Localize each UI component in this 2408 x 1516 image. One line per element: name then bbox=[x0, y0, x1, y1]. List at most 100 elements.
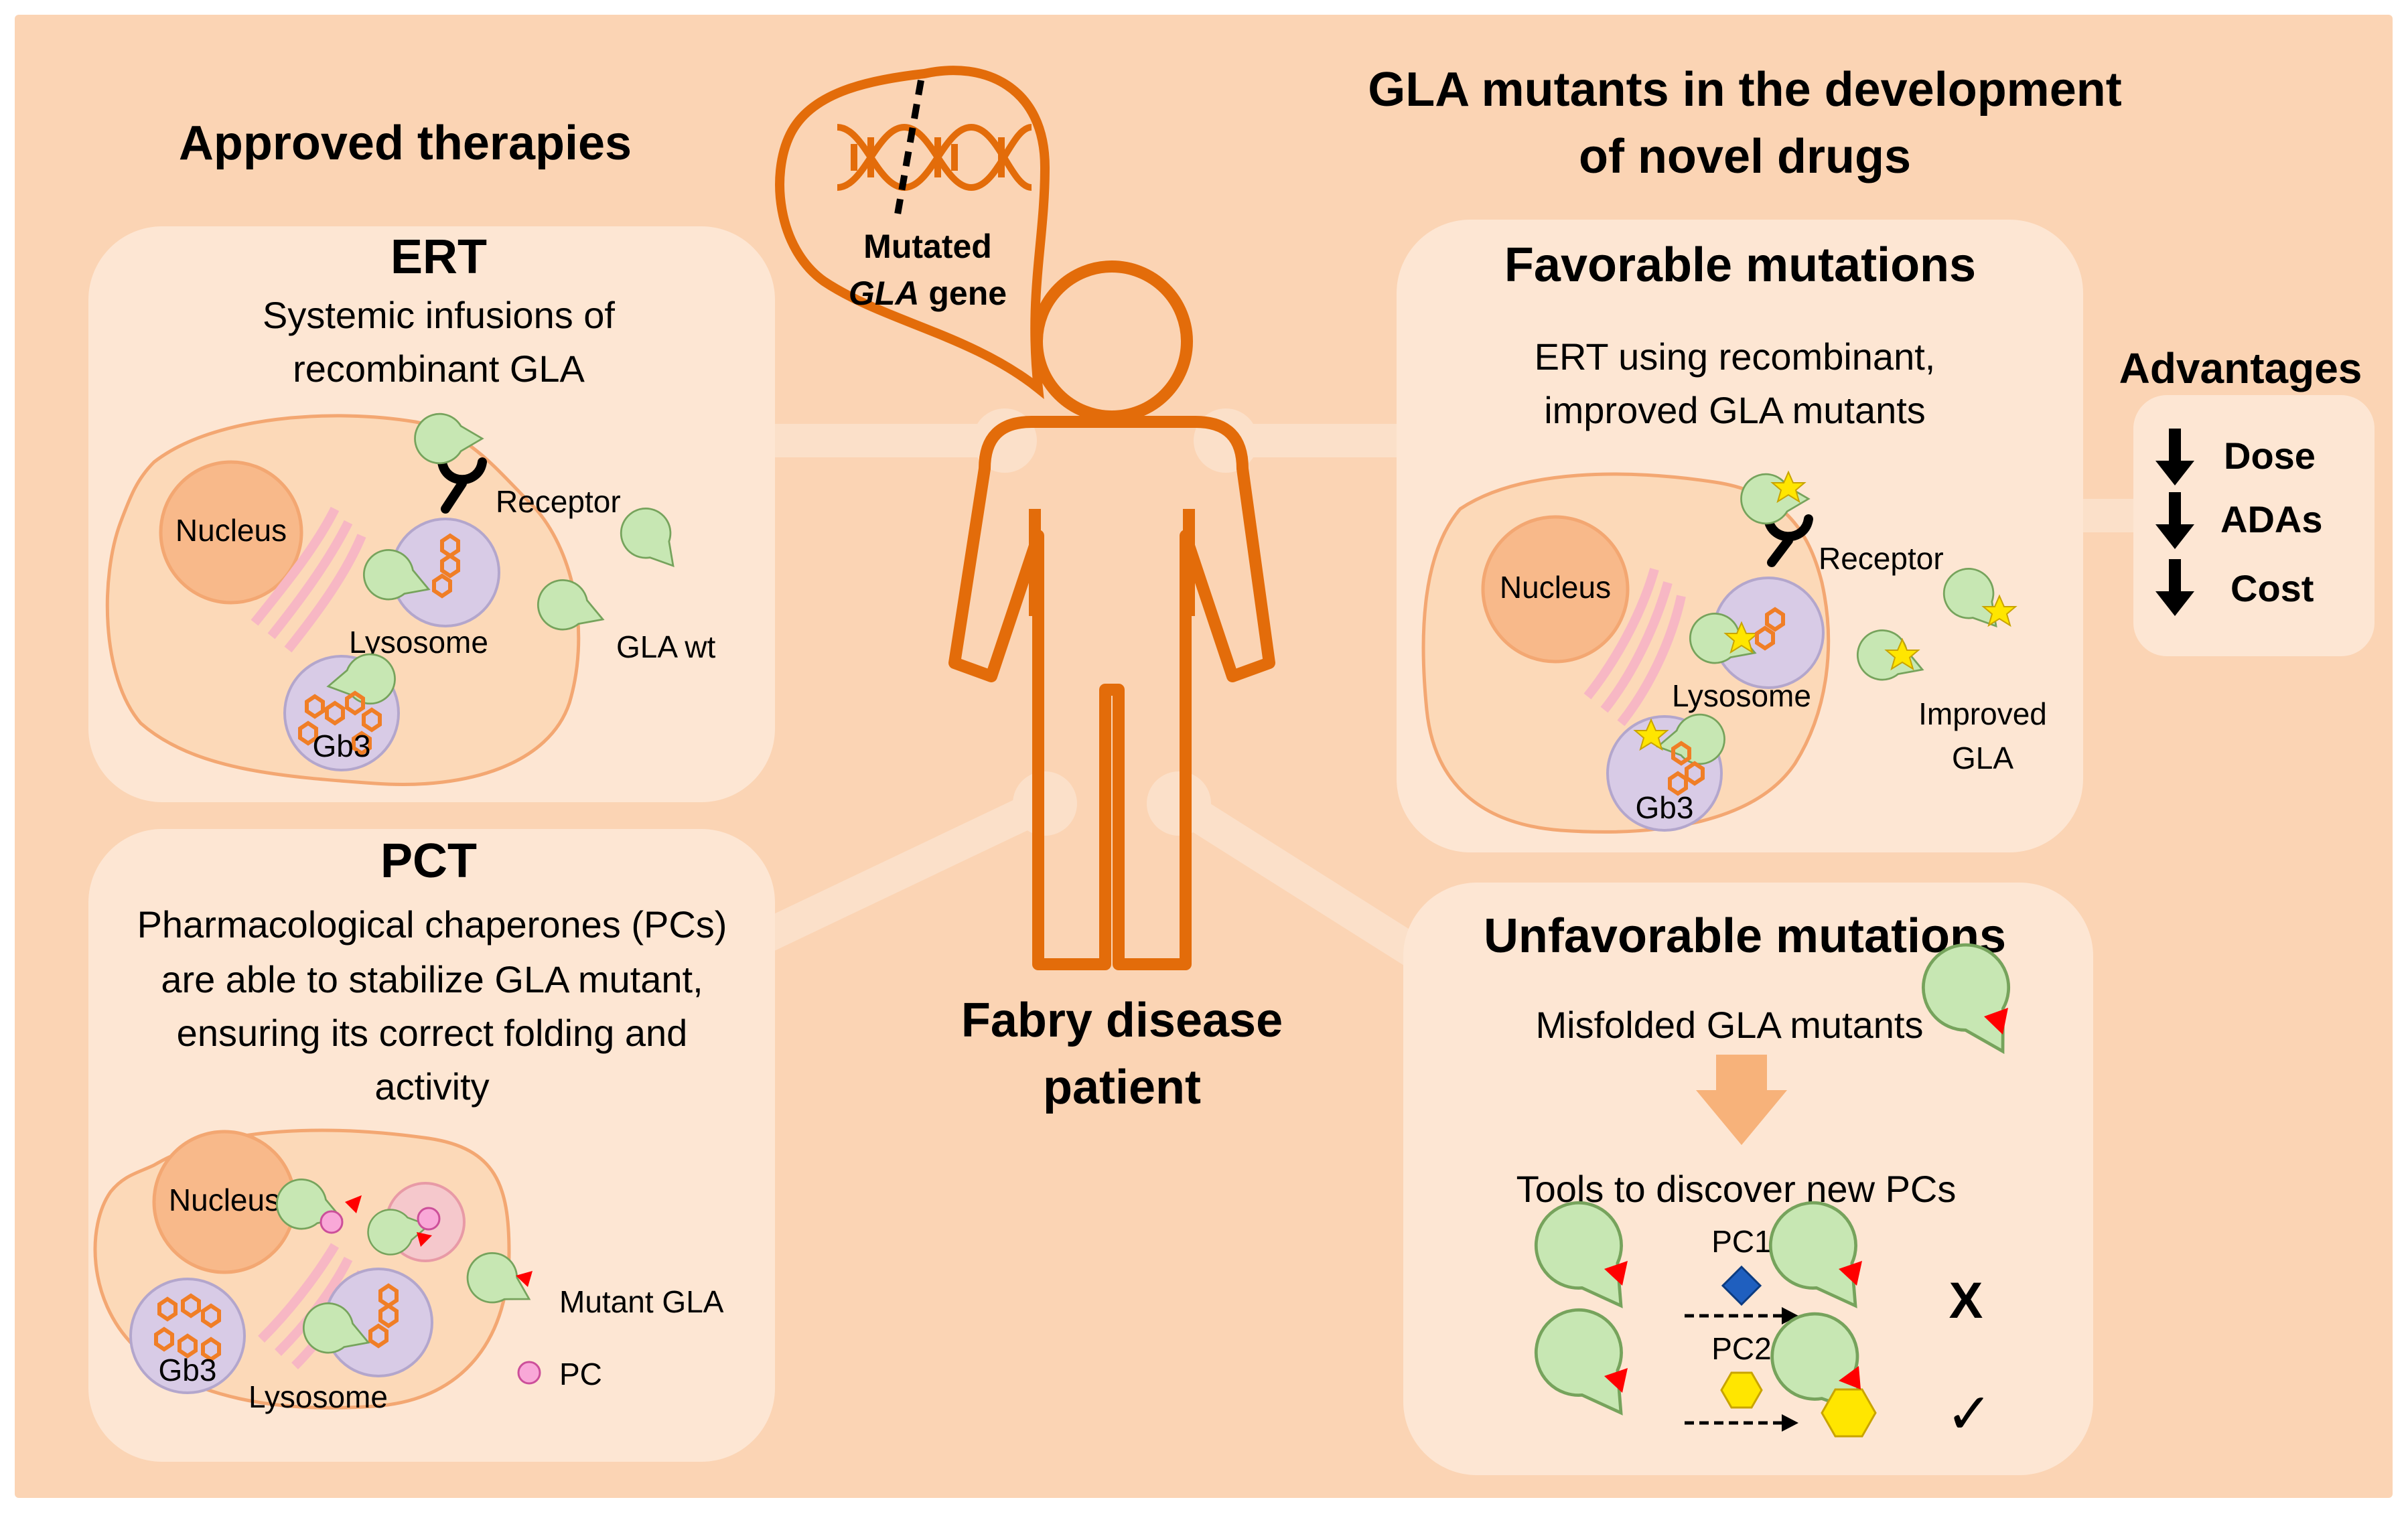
ert-gb3-label: Gb3 bbox=[313, 729, 371, 763]
pct-mutant-gla-label: Mutant GLA bbox=[559, 1284, 724, 1319]
pct-er-pc-icon bbox=[320, 1210, 344, 1234]
favorable-lysosome-label: Lysosome bbox=[1672, 678, 1811, 713]
success-mark-icon: ✓ bbox=[1946, 1382, 1993, 1445]
pc2-label: PC2 bbox=[1711, 1331, 1771, 1366]
ert-title: ERT bbox=[391, 230, 487, 284]
ert-receptor-icon bbox=[437, 457, 487, 514]
gene-bubble-line2: GLA gene bbox=[849, 275, 1007, 312]
pc2-hexagon-icon bbox=[1720, 1371, 1763, 1409]
approved-therapies-heading: Approved therapies bbox=[179, 117, 632, 170]
advantages-panel: Advantages Dose ADAs Cost bbox=[2119, 344, 2375, 656]
ert-golgi bbox=[251, 506, 366, 653]
row2-arrowhead-icon bbox=[1782, 1414, 1798, 1432]
unfavorable-title: Unfavorable mutations bbox=[1484, 909, 2006, 963]
misfolded-mutation-icon bbox=[1984, 1008, 2008, 1035]
down-arrow-icon bbox=[2155, 559, 2194, 616]
favorable-title: Favorable mutations bbox=[1504, 238, 1976, 292]
patient-label-line1: Fabry disease bbox=[961, 994, 1283, 1047]
down-arrow-icon bbox=[1696, 1055, 1787, 1145]
ert-desc-line1: Systemic infusions of bbox=[263, 294, 615, 336]
pct-desc-line3: ensuring its correct folding and bbox=[177, 1012, 688, 1054]
pct-legend-pc-icon bbox=[517, 1361, 541, 1385]
pct-vesicle-pc-icon bbox=[417, 1207, 441, 1231]
pct-desc-line1: Pharmacological chaperones (PCs) bbox=[137, 903, 727, 945]
pct-pc-label: PC bbox=[559, 1357, 602, 1391]
favorable-desc-line2: improved GLA mutants bbox=[1544, 389, 1926, 431]
row2-output-mutation-icon bbox=[1839, 1366, 1861, 1389]
favorable-improved-label-line1: Improved bbox=[1918, 696, 2047, 731]
pct-gb3-substrate bbox=[154, 1293, 221, 1362]
pct-er-mutation-icon bbox=[345, 1195, 362, 1213]
connector-unfavorable bbox=[1162, 787, 1450, 981]
dna-helix-icon bbox=[837, 80, 1033, 215]
joint-left-hip bbox=[1013, 771, 1077, 836]
pct-desc-line2: are able to stabilize GLA mutant, bbox=[161, 958, 703, 1000]
ert-gb3-substrate bbox=[298, 690, 382, 756]
favorable-golgi bbox=[1583, 568, 1686, 727]
ert-lysosome-substrate bbox=[432, 533, 460, 599]
favorable-receptor-label: Receptor bbox=[1819, 541, 1944, 576]
favorable-panel: Favorable mutations ERT using recombinan… bbox=[1397, 220, 2083, 852]
favorable-lysosome-star-icon bbox=[1723, 621, 1760, 654]
pct-lysosome-substrate bbox=[368, 1283, 399, 1349]
gene-suffix: gene bbox=[919, 275, 1007, 312]
favorable-nucleus-label: Nucleus bbox=[1500, 570, 1611, 605]
unfavorable-panel: Unfavorable mutations Misfolded GLA muta… bbox=[1403, 883, 2093, 1475]
pct-gb3-label: Gb3 bbox=[159, 1353, 217, 1387]
row2-bound-pc-icon bbox=[1821, 1388, 1877, 1438]
advantages-title: Advantages bbox=[2119, 344, 2362, 392]
favorable-receptor-star-icon bbox=[1770, 470, 1807, 504]
favorable-improved-star-icon-1 bbox=[1981, 594, 2017, 627]
gene-bubble-line1: Mutated bbox=[863, 228, 992, 265]
favorable-nucleus bbox=[1481, 515, 1630, 664]
advantage-item-cost: Cost bbox=[2155, 559, 2314, 616]
ert-receptor-label: Receptor bbox=[496, 484, 621, 519]
screening-row-pc2: PC2 ✓ bbox=[1519, 1293, 1993, 1445]
advantage-item-adas: ADAs bbox=[2155, 492, 2322, 549]
row2-input-mutation-icon bbox=[1604, 1368, 1628, 1393]
pc1-diamond-icon bbox=[1721, 1265, 1762, 1306]
favorable-improved-label-line2: GLA bbox=[1952, 741, 2013, 775]
gene-name-italic: GLA bbox=[849, 275, 920, 312]
row1-output-mutation-icon bbox=[1839, 1261, 1862, 1286]
novel-drugs-heading-line1: GLA mutants in the development bbox=[1368, 63, 2121, 117]
pc1-label: PC1 bbox=[1711, 1224, 1771, 1259]
ert-nucleus bbox=[159, 460, 303, 605]
fail-mark-icon: X bbox=[1949, 1272, 1983, 1329]
row1-input-mutation-icon bbox=[1604, 1261, 1628, 1286]
row1-arrowhead-icon bbox=[1782, 1307, 1798, 1324]
pct-title: PCT bbox=[380, 834, 477, 888]
pct-nucleus-label: Nucleus bbox=[169, 1183, 280, 1217]
joint-right-hip bbox=[1147, 771, 1211, 836]
connector-pct bbox=[747, 787, 1062, 954]
pct-desc-line4: activity bbox=[374, 1065, 489, 1108]
screening-row-pc1: PC1 X bbox=[1519, 1186, 1983, 1330]
favorable-improved-star-icon-2 bbox=[1884, 637, 1920, 671]
down-arrow-icon bbox=[2155, 429, 2194, 485]
ert-desc-line2: recombinant GLA bbox=[293, 348, 585, 390]
pct-legend-mutation-icon bbox=[516, 1271, 533, 1287]
advantage-item-dose: Dose bbox=[2155, 429, 2316, 485]
ert-gla-wt-label: GLA wt bbox=[616, 629, 716, 664]
favorable-gb3-substrate bbox=[1668, 741, 1705, 796]
pct-panel: PCT Pharmacological chaperones (PCs) are… bbox=[88, 829, 775, 1462]
patient-label-line2: patient bbox=[1043, 1061, 1201, 1114]
favorable-lysosome-substrate bbox=[1755, 607, 1785, 651]
pct-vesicle-mutation-icon bbox=[417, 1232, 432, 1247]
down-arrow-icon bbox=[2155, 492, 2194, 549]
favorable-gb3-label: Gb3 bbox=[1636, 790, 1694, 825]
favorable-desc-line1: ERT using recombinant, bbox=[1535, 335, 1936, 378]
advantage-adas-label: ADAs bbox=[2220, 498, 2322, 540]
unfavorable-misfolded-label: Misfolded GLA mutants bbox=[1536, 1004, 1924, 1046]
novel-drugs-heading-line2: of novel drugs bbox=[1579, 130, 1911, 183]
favorable-gb3-star-icon bbox=[1633, 718, 1669, 751]
favorable-receptor-icon bbox=[1764, 514, 1813, 567]
mutated-gene-bubble: Mutated GLA gene bbox=[775, 66, 1050, 399]
pct-lysosome-label: Lysosome bbox=[249, 1379, 388, 1414]
advantage-cost-label: Cost bbox=[2230, 567, 2314, 609]
ert-panel: ERT Systemic infusions of recombinant GL… bbox=[88, 226, 775, 802]
connector-lines bbox=[747, 408, 2137, 981]
ert-nucleus-label: Nucleus bbox=[175, 513, 287, 548]
advantage-dose-label: Dose bbox=[2224, 435, 2316, 477]
